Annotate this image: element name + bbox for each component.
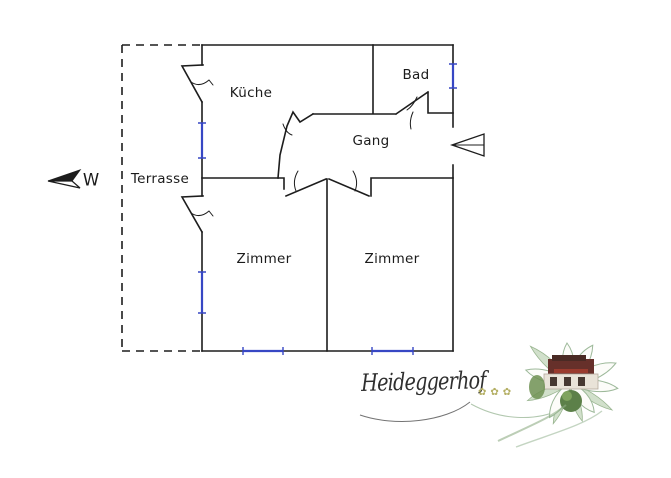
terrace-outline (121, 44, 202, 352)
window-markers (198, 63, 457, 355)
room-label-kueche: Küche (229, 85, 273, 101)
entrance-arrow-icon (450, 133, 485, 157)
brand-flower-icon (497, 342, 619, 448)
walls (180, 44, 454, 352)
brand-name: Heideggerhof (361, 366, 486, 397)
room-label-terrasse: Terrasse (130, 171, 190, 187)
room-label-zimmer-left: Zimmer (236, 251, 292, 267)
room-label-bad: Bad (402, 67, 430, 83)
brand-stars: ✿✿✿ (478, 387, 516, 398)
room-label-zimmer-right: Zimmer (364, 251, 420, 267)
compass-west-icon (47, 169, 82, 189)
room-label-gang: Gang (352, 133, 390, 149)
door-swing-arcs (190, 79, 418, 217)
compass-label: W (82, 170, 100, 190)
farmhouse-photo (497, 355, 603, 448)
